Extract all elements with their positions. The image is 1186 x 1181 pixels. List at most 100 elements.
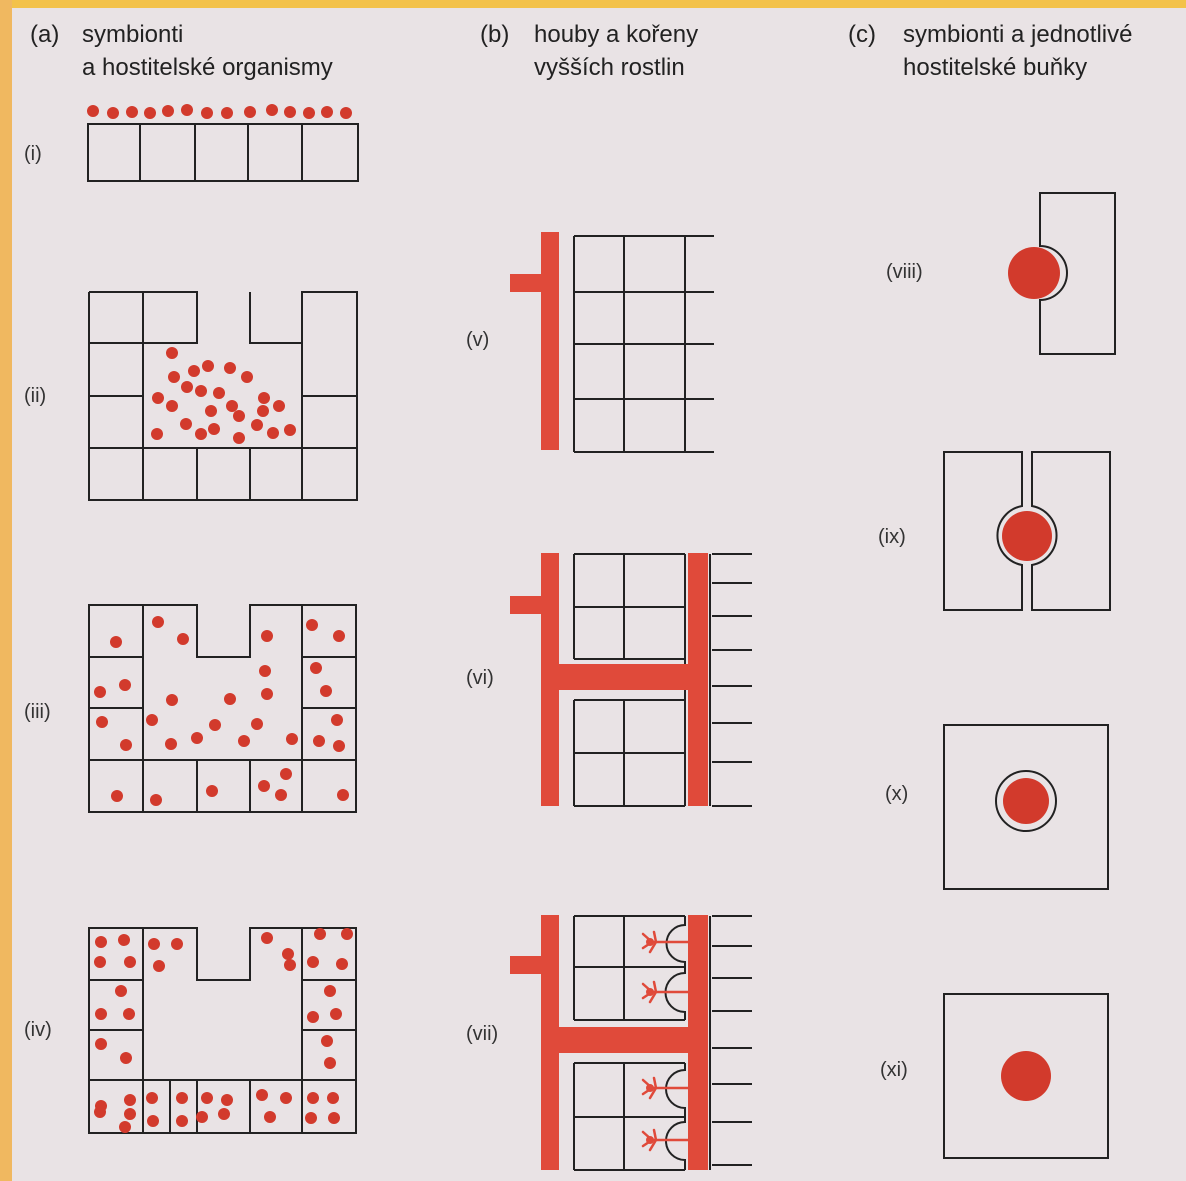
symbiont-dot	[303, 107, 315, 119]
symbiont-dot	[328, 1112, 340, 1124]
symbiont-dot	[124, 956, 136, 968]
panel-label-viii: (viii)	[886, 261, 923, 283]
symbiont-dot	[213, 387, 225, 399]
symbiont-dot	[284, 424, 296, 436]
column-tag: (a)	[30, 21, 59, 48]
symbiont-dot	[202, 360, 214, 372]
column-tag: (c)	[848, 21, 876, 48]
panel-label-vi: (vi)	[466, 667, 494, 689]
symbiont-dot	[94, 1106, 106, 1118]
symbiont-dot	[188, 365, 200, 377]
symbiont-dot	[256, 1089, 268, 1101]
symbiont-dot	[282, 948, 294, 960]
column-title-line2: vyšších rostlin	[534, 54, 685, 81]
symbiont-dot	[321, 106, 333, 118]
symbiont-dot	[233, 410, 245, 422]
symbiont-dot	[195, 385, 207, 397]
symbiont-dot	[181, 381, 193, 393]
symbiont-dot	[314, 928, 326, 940]
symbiont-dot	[224, 693, 236, 705]
symbiont	[1001, 1051, 1051, 1101]
symbiont-dot	[261, 630, 273, 642]
symbiont-dot	[233, 432, 245, 444]
symbiont-dot	[280, 1092, 292, 1104]
symbiont-dot	[107, 107, 119, 119]
symbiont-dot	[341, 928, 353, 940]
symbiont-dot	[307, 956, 319, 968]
symbiont-dot	[111, 790, 123, 802]
symbiont-dot	[280, 768, 292, 780]
symbiont-dot	[196, 1111, 208, 1123]
symbiont	[1003, 778, 1049, 824]
panel-label-ii: (ii)	[24, 385, 46, 407]
symbiont-dot	[201, 1092, 213, 1104]
symbiont-dot	[115, 985, 127, 997]
symbiont-dot	[324, 1057, 336, 1069]
symbiont-dot	[119, 1121, 131, 1133]
left-frame	[0, 0, 12, 1181]
symbiont-dot	[327, 1092, 339, 1104]
symbiont-dot	[124, 1108, 136, 1120]
symbiont-dot	[191, 732, 203, 744]
symbiont-dot	[166, 400, 178, 412]
symbiont-dot	[110, 636, 122, 648]
symbiont-dot	[151, 428, 163, 440]
symbiont-dot	[257, 405, 269, 417]
symbiont-dot	[168, 371, 180, 383]
symbiont-dot	[96, 716, 108, 728]
symbiont-dot	[226, 400, 238, 412]
symbiont-dot	[95, 936, 107, 948]
symbiont-dot	[95, 1038, 107, 1050]
symbiont	[1008, 247, 1060, 299]
column-title-line1: symbionti a jednotlivé	[903, 21, 1132, 48]
symbiont-dot	[261, 688, 273, 700]
symbiont-dot	[284, 106, 296, 118]
symbiont-dot	[261, 932, 273, 944]
symbiont	[1002, 511, 1052, 561]
symbiont-dot	[286, 733, 298, 745]
symbiont-dot	[166, 347, 178, 359]
symbiont-dot	[120, 739, 132, 751]
symbiont-dot	[201, 107, 213, 119]
symbiont-dot	[238, 735, 250, 747]
symbiont-dot	[147, 1115, 159, 1127]
symbiont-dot	[94, 956, 106, 968]
symbiont-dot	[305, 1112, 317, 1124]
panel-label-x: (x)	[885, 783, 908, 805]
symbiont-dot	[330, 1008, 342, 1020]
column-title-line1: houby a kořeny	[534, 21, 698, 48]
symbiont-dot	[123, 1008, 135, 1020]
symbiont-dot	[165, 738, 177, 750]
panel-label-iii: (iii)	[24, 701, 51, 723]
symbiont-dot	[146, 1092, 158, 1104]
symbiont-dot	[152, 392, 164, 404]
symbiont-dot	[94, 686, 106, 698]
symbiont-dot	[205, 405, 217, 417]
column-title-line2: a hostitelské organismy	[82, 54, 333, 81]
symbiont-dot	[176, 1092, 188, 1104]
symbiont-dot	[224, 362, 236, 374]
symbiont-dot	[118, 934, 130, 946]
symbiont-dot	[119, 679, 131, 691]
symbiont-dot	[177, 633, 189, 645]
symbiont-dot	[333, 630, 345, 642]
panel-label-vii: (vii)	[466, 1023, 498, 1045]
panel-label-ix: (ix)	[878, 526, 906, 548]
symbiont-dot	[313, 735, 325, 747]
symbiont-dot	[259, 665, 271, 677]
symbiont-dot	[209, 719, 221, 731]
symbiont-dot	[221, 107, 233, 119]
symbiont-dot	[176, 1115, 188, 1127]
symbiont-dot	[258, 392, 270, 404]
symbiont-dot	[251, 718, 263, 730]
symbiont-dot	[324, 985, 336, 997]
symbiont-dot	[166, 694, 178, 706]
panel-label-iv: (iv)	[24, 1019, 52, 1041]
symbiont-dot	[153, 960, 165, 972]
column-title-line1: symbionti	[82, 21, 183, 48]
symbiont-dot	[264, 1111, 276, 1123]
symbiont-dot	[148, 938, 160, 950]
symbiont-dot	[307, 1011, 319, 1023]
symbiont-dot	[337, 789, 349, 801]
